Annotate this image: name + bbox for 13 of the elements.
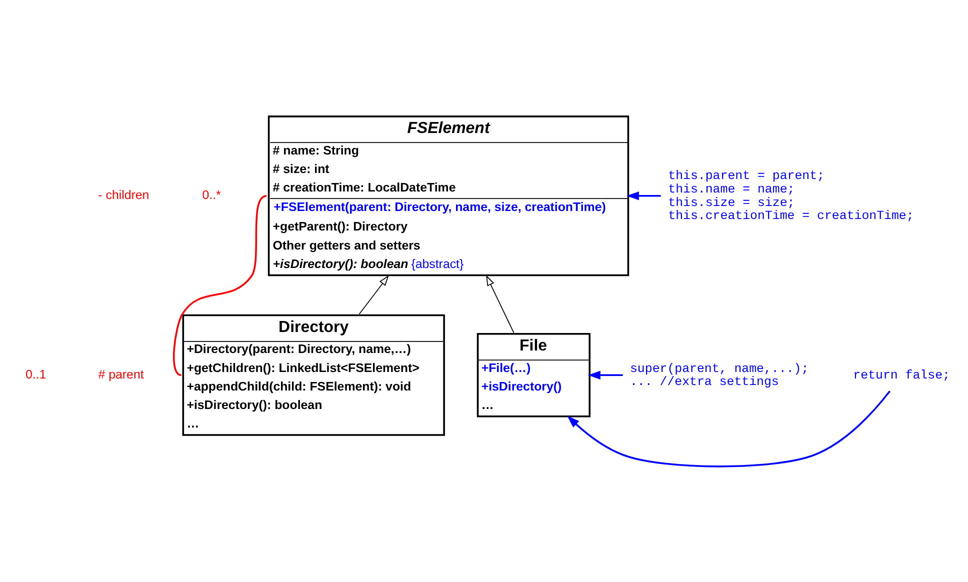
arrow [486, 275, 514, 334]
node-text: super(parent, name,...); ... //extra settings [630, 362, 809, 390]
connector [172, 195, 267, 376]
arrow [358, 275, 389, 315]
node-text: this.parent = parent; this.name = name; this.size = size; this.creationTime = creationTime; [668, 169, 914, 224]
label: 0..* [202, 188, 221, 202]
arrow [626, 192, 661, 200]
arrow [588, 370, 623, 380]
label: - children [98, 188, 150, 202]
label: # parent [98, 367, 144, 382]
arrow [567, 390, 890, 468]
node-text: return false; [853, 368, 950, 382]
label: 0..1 [25, 367, 46, 382]
